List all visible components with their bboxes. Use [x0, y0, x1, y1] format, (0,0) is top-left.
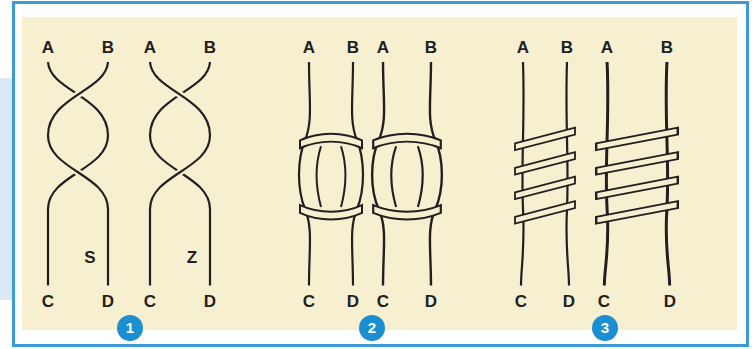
strand-label: D [102, 292, 114, 312]
knot-z [150, 62, 210, 285]
strand-label: C [598, 292, 610, 312]
strand-label: C [377, 292, 389, 312]
callout-number: 2 [359, 315, 385, 341]
strand-label: A [517, 38, 529, 58]
strand-label: C [144, 292, 156, 312]
strand-label: A [303, 38, 315, 58]
strand-label: B [102, 38, 114, 58]
knot-lock [299, 62, 363, 285]
strand-label: D [204, 292, 216, 312]
strand-label: B [425, 38, 437, 58]
strand-label: A [601, 38, 613, 58]
strand-label: C [515, 292, 527, 312]
panel-ground [22, 17, 737, 330]
strand-label: D [425, 292, 437, 312]
strand-label: A [377, 38, 389, 58]
strand-label: B [661, 38, 673, 58]
strand-label: D [347, 292, 359, 312]
strand-label: C [303, 292, 315, 312]
strand-label: B [347, 38, 359, 58]
strand-label: D [664, 292, 676, 312]
knot-lock [372, 62, 442, 285]
strand-label: S [84, 248, 95, 268]
strand-label: A [42, 38, 54, 58]
strand-label: C [42, 292, 54, 312]
frame [14, 3, 748, 346]
knot-s [48, 62, 108, 285]
callout-number: 3 [592, 315, 618, 341]
knot-wrap [596, 62, 678, 285]
strand-label: Z [187, 248, 197, 268]
strand-label: D [563, 292, 575, 312]
knot-wrap [515, 62, 575, 285]
callout-number: 1 [117, 315, 143, 341]
side-strip [0, 78, 14, 300]
strand-label: B [561, 38, 573, 58]
strand-label: A [144, 38, 156, 58]
strand-label: B [204, 38, 216, 58]
